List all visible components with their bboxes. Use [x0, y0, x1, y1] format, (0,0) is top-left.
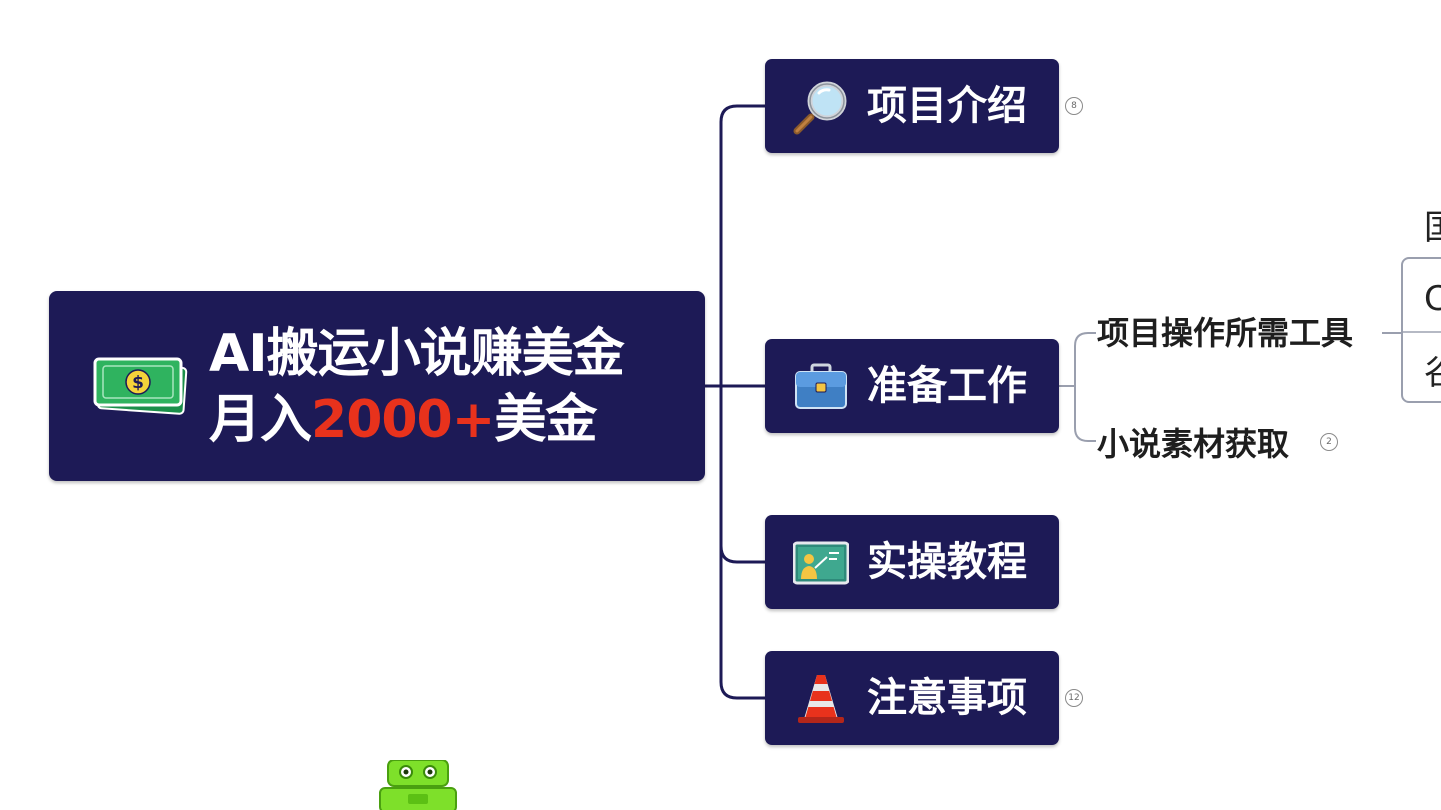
connector-branch-4: [719, 681, 766, 700]
cutoff-list-item[interactable]: C: [1424, 279, 1441, 319]
root-title-line2: 月入2000+美金: [209, 387, 624, 453]
root-line2-prefix: 月入: [209, 390, 312, 450]
branch-label: 准备工作: [867, 363, 1027, 409]
branch-preparation[interactable]: 准备工作: [765, 339, 1059, 433]
branch-tutorial[interactable]: 实操教程: [765, 515, 1059, 609]
connector-sub-2: [1074, 386, 1096, 442]
subtopic-novel-material[interactable]: 小说素材获取: [1097, 425, 1290, 463]
branch-label: 注意事项: [867, 675, 1027, 721]
robot-mascot-icon: [378, 759, 460, 810]
connector-branch-1: [719, 104, 766, 123]
cutoff-list-item[interactable]: 谷: [1424, 353, 1441, 393]
subtopic-required-tools[interactable]: 项目操作所需工具: [1097, 314, 1354, 352]
presentation-board-icon: [792, 535, 850, 591]
traffic-cone-icon: [793, 671, 849, 727]
branch-label: 项目介绍: [867, 83, 1027, 129]
cutoff-tools-list[interactable]: [1401, 257, 1441, 403]
collapse-count-badge[interactable]: 8: [1065, 97, 1083, 115]
root-title-line1: AI搬运小说赚美金: [209, 324, 625, 384]
collapse-count-badge[interactable]: 12: [1065, 689, 1083, 707]
connector-sub-1: [1074, 332, 1096, 386]
briefcase-icon: [793, 359, 849, 415]
connector-branch-3: [719, 545, 766, 564]
root-line2-suffix: 美金: [494, 390, 597, 450]
root-topic[interactable]: $ AI搬运小说赚美金 月入2000+美金: [49, 291, 705, 481]
branch-project-intro[interactable]: 项目介绍: [765, 59, 1059, 153]
branch-notes[interactable]: 注意事项: [765, 651, 1059, 745]
root-line2-highlight: 2000+: [311, 390, 495, 450]
magnifier-icon: [793, 79, 849, 135]
collapse-count-badge[interactable]: 2: [1320, 433, 1338, 451]
svg-text:$: $: [132, 373, 144, 393]
cutoff-node-text[interactable]: 国: [1424, 208, 1441, 248]
branch-label: 实操教程: [867, 539, 1027, 585]
list-divider: [1403, 331, 1441, 333]
root-title: AI搬运小说赚美金 月入2000+美金: [209, 321, 625, 453]
money-bill-icon: $: [93, 355, 189, 421]
